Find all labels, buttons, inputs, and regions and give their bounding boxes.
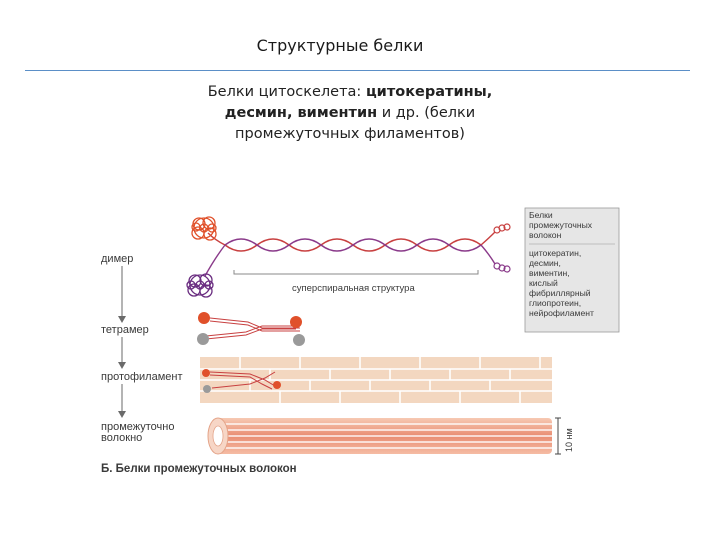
body-text-part-2: и др. (белки промежуточных филаментов) bbox=[235, 105, 476, 142]
tail-coil-bottom bbox=[493, 262, 511, 273]
legend-line: Белки bbox=[529, 210, 553, 220]
tetramer-head bbox=[290, 316, 302, 328]
intermediate-filament-fibre bbox=[207, 417, 552, 455]
tetramer-model bbox=[197, 312, 305, 346]
scale-label: 10 нм bbox=[564, 428, 574, 452]
slide-body-text: Белки цитоскелета: цитокератины, десмин,… bbox=[195, 82, 505, 145]
scale-bar: 10 нм bbox=[555, 417, 574, 455]
slide-title: Структурные белки bbox=[256, 36, 424, 55]
legend-line: виментин, bbox=[529, 268, 570, 278]
stage-label-filament-line2: волокно bbox=[101, 432, 142, 444]
stage-label-dimer: димер bbox=[101, 253, 133, 265]
orange-globular-head bbox=[191, 216, 217, 241]
body-text-part-1: Белки цитоскелета: bbox=[207, 84, 366, 100]
stage-label-filament-line1: промежуточно bbox=[101, 421, 174, 433]
legend-box bbox=[524, 207, 620, 333]
legend-line: глиопротеин, bbox=[529, 298, 581, 308]
supercoil-label: суперспиральная структура bbox=[292, 283, 415, 294]
legend-line: нейрофиламент bbox=[529, 308, 594, 318]
legend-line: промежуточных bbox=[529, 220, 593, 230]
legend-line: десмин, bbox=[529, 258, 561, 268]
tetramer-head bbox=[293, 334, 305, 346]
protofilament-band bbox=[200, 357, 552, 403]
supercoil-bracket bbox=[233, 270, 479, 275]
tail-coil-top bbox=[493, 223, 511, 234]
stage-label-tetramer: тетрамер bbox=[101, 324, 149, 336]
legend-line: кислый bbox=[529, 278, 558, 288]
title-divider bbox=[25, 70, 690, 71]
legend-text: Белки промежуточных волокон цитокератин,… bbox=[529, 210, 594, 318]
stage-label-protofilament: протофиламент bbox=[101, 371, 183, 383]
tetramer-head bbox=[197, 333, 209, 345]
purple-globular-head bbox=[186, 273, 214, 298]
figure-caption: Б. Белки промежуточных волокон bbox=[101, 463, 297, 475]
dimer-supercoil bbox=[204, 231, 496, 277]
body-text-bold: цитокератины, десмин, виментин bbox=[224, 84, 493, 121]
legend-line: фибриллярный bbox=[529, 288, 591, 298]
tetramer-head bbox=[198, 312, 210, 324]
legend-line: волокон bbox=[529, 230, 562, 240]
stage-arrows bbox=[118, 266, 126, 418]
legend-line: цитокератин, bbox=[529, 248, 581, 258]
